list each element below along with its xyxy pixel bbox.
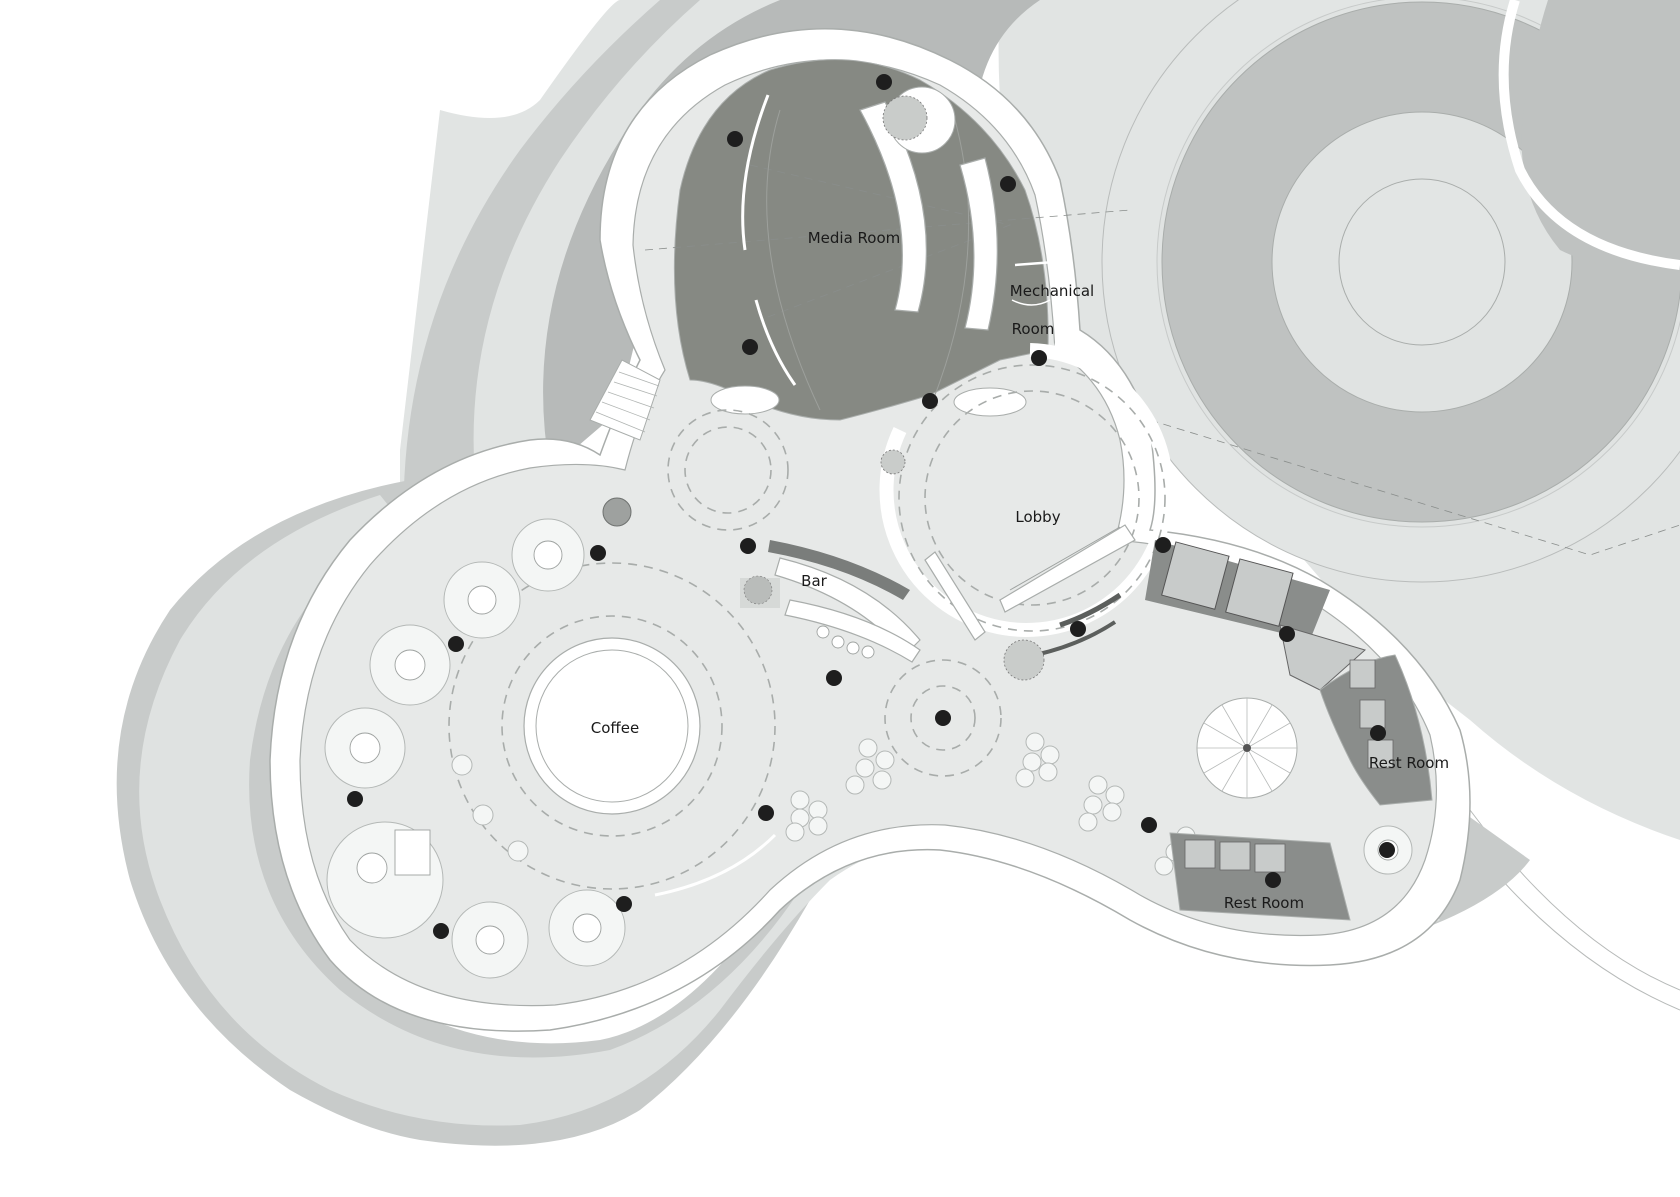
coffee-arc-wall <box>654 833 777 897</box>
table-cluster <box>1078 775 1125 832</box>
column <box>590 545 606 561</box>
table-cluster <box>845 738 895 795</box>
lounge-pod <box>326 821 444 939</box>
mechanical-door <box>1011 299 1051 306</box>
bar-counter-front <box>784 599 921 663</box>
tree-icon <box>882 86 956 154</box>
column <box>433 923 449 939</box>
column <box>448 636 464 652</box>
media-room-arc <box>766 109 821 411</box>
elevator-icon <box>1161 541 1230 610</box>
bar: Bar <box>740 540 921 663</box>
mechanical-label: Mechanical <box>1010 282 1094 300</box>
media-room-label: Media Room <box>808 229 901 247</box>
lounge-pod <box>511 518 585 592</box>
column <box>1070 621 1086 637</box>
left-lower-band <box>116 480 1531 1146</box>
column <box>922 393 938 409</box>
bar-counter-back <box>768 540 910 600</box>
reception-desk-edge <box>1009 526 1121 591</box>
column <box>616 896 632 912</box>
column <box>740 538 756 554</box>
center-dash-inner <box>910 685 976 751</box>
right-partial-disc <box>1521 0 1680 270</box>
lobby: Lobby <box>879 343 1174 681</box>
column <box>1141 817 1157 833</box>
entry-dash-inner <box>684 426 772 514</box>
lounge-pod <box>324 707 406 789</box>
media-room-floor <box>673 59 1049 421</box>
column <box>1000 176 1016 192</box>
spiral-stair-icon <box>1196 697 1298 799</box>
rest-room-bottom-label: Rest Room <box>1224 894 1304 912</box>
lobby-outer-dash <box>898 364 1166 632</box>
seating-band-2 <box>959 157 998 331</box>
tree-icon <box>740 575 780 608</box>
column <box>1265 872 1281 888</box>
media-room-axis-1 <box>644 209 1131 251</box>
coffee-island-inner <box>535 649 689 803</box>
reception-desk <box>999 524 1136 613</box>
column <box>1379 842 1395 858</box>
columns <box>347 74 1395 939</box>
media-room: Media Room Mechanical Room <box>644 59 1131 421</box>
media-room-axis-2 <box>749 164 1012 321</box>
media-room-arc-2 <box>934 119 970 396</box>
right-partial-rim <box>1498 0 1680 270</box>
lobby-inner-dash <box>924 390 1140 606</box>
column <box>742 339 758 355</box>
table-clusters <box>785 732 1196 876</box>
lounge-pod <box>443 561 521 639</box>
column <box>876 74 892 90</box>
entry-stair <box>589 359 661 441</box>
column <box>758 805 774 821</box>
column <box>826 670 842 686</box>
column <box>347 791 363 807</box>
lounge-pod <box>369 624 451 706</box>
seating-band-1 <box>859 101 927 313</box>
lobby-wall-angled <box>924 551 986 641</box>
site-dashed-line <box>1149 419 1680 556</box>
coffee-dash-inner <box>501 615 723 837</box>
tree-icon <box>1003 639 1045 681</box>
column <box>1155 537 1171 553</box>
lobby-wall-dark-2 <box>1034 620 1117 657</box>
media-right-wall <box>1043 229 1063 351</box>
entry-dash-outer <box>667 409 789 531</box>
column <box>1370 725 1386 741</box>
toilet-stalls <box>1184 659 1394 873</box>
screen-wall-left-2 <box>754 299 797 386</box>
tree-icon <box>880 449 906 475</box>
lounge-pods <box>324 497 632 979</box>
coffee-dash-outer <box>448 562 776 890</box>
lobby-label: Lobby <box>1015 508 1060 526</box>
elevator-icon <box>1225 558 1294 627</box>
lounge-pod <box>548 889 626 967</box>
road-curve-inner <box>1469 809 1680 991</box>
rest-room-right-label: Rest Room <box>1369 754 1449 772</box>
bar-stools <box>816 625 875 659</box>
lobby-wall-dark-1 <box>1059 592 1122 628</box>
column <box>1031 350 1047 366</box>
room-label: Room <box>1012 320 1055 338</box>
table-cluster <box>1015 732 1060 788</box>
table-cluster <box>785 790 828 842</box>
left-lower-band-light <box>139 495 1441 1126</box>
coffee-label: Coffee <box>591 719 639 737</box>
site-rings <box>998 0 1680 1011</box>
bar-label: Bar <box>801 572 827 590</box>
entry-oval-left <box>710 385 780 415</box>
disc-core <box>1338 178 1506 346</box>
column <box>935 710 951 726</box>
lounge-pod <box>451 901 529 979</box>
screen-wall-left <box>741 94 770 251</box>
column <box>1279 626 1295 642</box>
column <box>727 131 743 147</box>
coffee-area: Coffee <box>448 562 777 897</box>
center-dash-outer <box>884 659 1002 777</box>
